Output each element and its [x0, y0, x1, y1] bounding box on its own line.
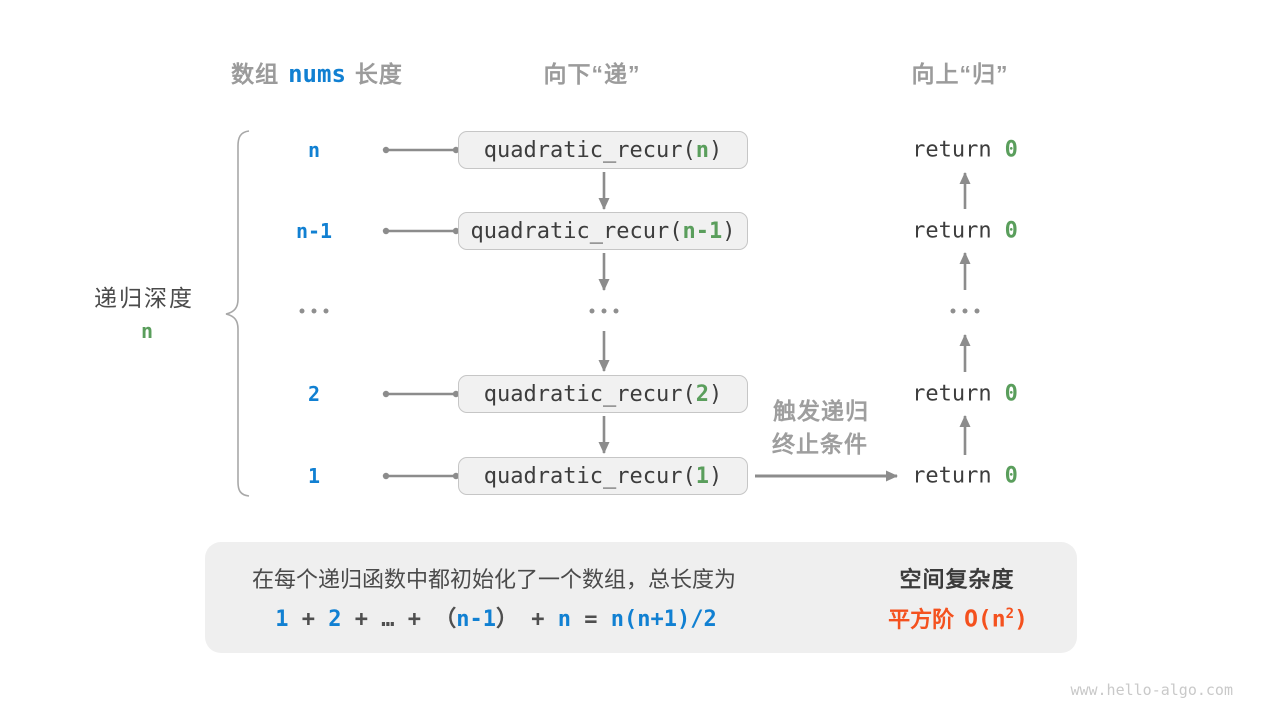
space-complexity-title: 空间复杂度 — [899, 567, 1015, 592]
recursion-depth-label: 递归深度 — [94, 285, 194, 311]
summary-description: 在每个递归函数中都初始化了一个数组，总长度为 — [251, 567, 737, 592]
formula-term: n — [557, 607, 572, 632]
return-ellipsis — [950, 308, 980, 314]
call-suffix: ) — [708, 463, 723, 489]
summary-panel — [205, 542, 1077, 653]
recursion-depth-value: n — [140, 319, 154, 343]
base-case-note-line1: 触发递归 — [773, 398, 869, 424]
call-box-1: quadratic_recur(1) — [458, 457, 748, 495]
header-array-length: 数组 nums 长度 — [231, 55, 403, 89]
depth-ellipsis — [299, 308, 329, 314]
depth-label-n: n — [307, 138, 321, 162]
formula-ellipsis: … — [381, 607, 395, 632]
return-keyword: return — [912, 463, 992, 489]
header-array-suffix: 长度 — [354, 61, 403, 87]
formula-op: + — [341, 607, 382, 632]
call-arg: 1 — [695, 463, 709, 489]
big-o-prefix: O(n — [964, 607, 1006, 633]
return-statement: return 0 — [912, 138, 1018, 163]
return-value: 0 — [1004, 218, 1018, 244]
big-o-exponent: 2 — [1005, 606, 1015, 623]
return-value: 0 — [1004, 381, 1018, 407]
depth-label-2: 2 — [307, 382, 321, 406]
call-prefix: quadratic_recur( — [483, 463, 696, 489]
call-prefix: quadratic_recur( — [483, 137, 696, 163]
big-o-notation: O(n2) — [964, 606, 1028, 633]
header-array-prefix: 数组 — [231, 61, 280, 87]
return-statement: return 0 — [912, 382, 1018, 407]
call-box-2: quadratic_recur(2) — [458, 375, 748, 413]
call-suffix: ) — [708, 137, 723, 163]
call-prefix: quadratic_recur( — [470, 218, 683, 244]
header-recurse-down: 向下“递” — [543, 61, 641, 87]
call-suffix: ) — [708, 381, 723, 407]
header-array-code: nums — [288, 60, 346, 88]
return-keyword: return — [912, 137, 992, 163]
call-arg: n — [695, 137, 709, 163]
call-arg: 2 — [695, 381, 709, 407]
formula-term: 2 — [328, 607, 342, 632]
formula-term: n-1 — [456, 607, 497, 632]
return-keyword: return — [912, 381, 992, 407]
formula-term: 1 — [275, 607, 289, 632]
formula-op: + — [518, 607, 558, 632]
call-box-n-1: quadratic_recur(n-1) — [458, 212, 748, 250]
call-arg: n-1 — [682, 218, 723, 244]
formula-op: + — [288, 607, 329, 632]
formula-result: n(n+1)/2 — [610, 607, 717, 632]
formula-op: + — [394, 607, 435, 632]
header-return-up: 向上“归” — [911, 61, 1009, 87]
call-ellipsis — [589, 308, 619, 314]
left-connector-lines — [382, 146, 460, 480]
summary-formula: 1 + 2 + … + （n-1） + n = n(n+1)/2 — [275, 601, 717, 633]
return-statement: return 0 — [912, 219, 1018, 244]
formula-paren-open: （ — [434, 606, 457, 631]
call-box-n: quadratic_recur(n) — [458, 131, 748, 169]
call-prefix: quadratic_recur( — [483, 381, 696, 407]
return-keyword: return — [912, 218, 992, 244]
return-value: 0 — [1004, 137, 1018, 163]
formula-op: = — [571, 607, 611, 632]
return-value: 0 — [1004, 463, 1018, 489]
depth-label-1: 1 — [307, 464, 321, 488]
depth-brace — [225, 130, 250, 497]
call-suffix: ) — [722, 218, 736, 244]
return-statement: return 0 — [912, 464, 1018, 489]
space-complexity-value: 平方阶 O(n2) — [888, 602, 1028, 634]
big-o-suffix: ) — [1014, 607, 1028, 633]
watermark: www.hello-algo.com — [1070, 681, 1233, 699]
formula-paren-close: ） — [496, 606, 519, 631]
complexity-class-name: 平方阶 — [888, 607, 955, 632]
base-case-note-line2: 终止条件 — [772, 431, 868, 457]
depth-label-n-1: n-1 — [295, 219, 333, 243]
